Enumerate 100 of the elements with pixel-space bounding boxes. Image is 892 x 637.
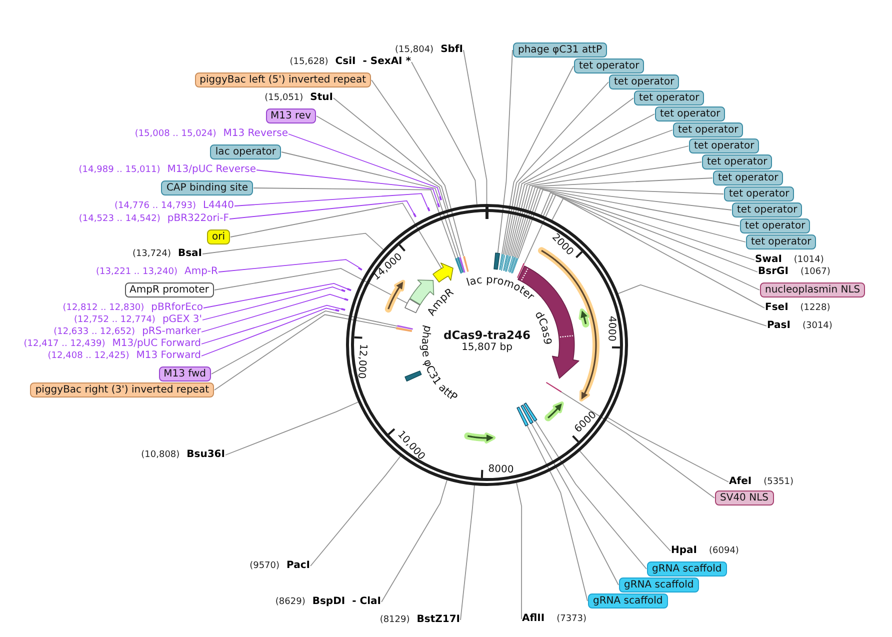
primer-position: (12,633 .. 12,652) (54, 327, 136, 337)
leader-line (526, 425, 588, 602)
leader-line (552, 198, 765, 308)
primer-name: pBR322ori-F (167, 213, 229, 224)
primer-mark (342, 297, 350, 302)
enzyme-name: AfeI (729, 476, 752, 487)
enzyme-name: PasI (767, 320, 790, 331)
leader-line (218, 259, 360, 272)
cut-site-position: (1228) (800, 303, 830, 313)
leader-line (560, 392, 715, 498)
feature-label: tet operator (689, 138, 760, 154)
leader-line (316, 116, 461, 258)
leader-line (540, 192, 755, 260)
cut-site-position: (5351) (764, 477, 794, 487)
enzyme-name: BsaI (178, 248, 202, 259)
feature-label: tet operator (673, 122, 744, 138)
plasmid-size: 15,807 bp (462, 342, 512, 354)
cut-site-position: (9570) (250, 561, 280, 571)
feature-label: SV40 NLS (715, 490, 774, 506)
cut-site-position: (1067) (800, 267, 830, 277)
primer-position: (14,776 .. 14,793) (114, 201, 196, 211)
cut-site-position: (1014) (794, 255, 824, 265)
leader-line (281, 152, 459, 258)
feature-label: AmpR promoter (124, 282, 214, 298)
leader-line (288, 134, 441, 197)
feature-label: lac operator (210, 144, 281, 160)
feature-mark (516, 406, 530, 428)
feature-label: gRNA scaffold (588, 594, 668, 608)
enzyme-name: HpaI (671, 545, 697, 556)
primer-name: pBRforEco (151, 302, 203, 313)
enzyme-name: - ClaI (352, 596, 381, 607)
primer-position: (12,417 .. 12,439) (24, 339, 106, 349)
cut-site-position: (10,808) (141, 450, 180, 460)
leader-line (211, 310, 398, 374)
primer-name: L4440 (202, 200, 234, 211)
leader-line (214, 314, 398, 390)
leader-line (579, 450, 671, 552)
leader-line (202, 232, 384, 254)
enzyme-name: Bsu36I (186, 449, 225, 460)
leader-line (202, 286, 342, 320)
leader-line (534, 420, 647, 570)
cut-site-position: (3014) (802, 321, 832, 331)
primer-position: (12,408 .. 12,425) (48, 351, 130, 361)
leader-line (524, 194, 760, 290)
feature-mark (404, 370, 422, 382)
primer-position: (13,221 .. 13,240) (96, 267, 178, 277)
primer-mark (436, 202, 442, 208)
leader-line (504, 98, 634, 256)
primer-name: M13 Forward (136, 350, 201, 361)
feature-label: M13 fwd (158, 366, 211, 382)
feature-mark (454, 257, 463, 275)
feature-label: tet operator (713, 170, 784, 186)
feature-label: tet operator (655, 106, 726, 122)
primer-position: (14,523 .. 14,542) (78, 214, 160, 224)
primer-name: M13 Reverse (223, 128, 288, 139)
primer-mark (426, 206, 431, 212)
primer-name: M13/pUC Reverse (167, 164, 256, 175)
feature-label: tet operator (746, 234, 816, 250)
leader-line (607, 417, 729, 482)
scale-label: 12,000 (355, 344, 368, 380)
cut-site-position: (6094) (709, 546, 739, 556)
enzyme-name: BspDI (312, 596, 346, 607)
feature-label: tet operator (702, 154, 772, 170)
feature-label: gRNA scaffold (647, 562, 727, 576)
enzyme-name: FseI (765, 302, 788, 313)
leader-line (543, 193, 758, 272)
leader-line (463, 50, 488, 204)
leader-line (229, 200, 414, 220)
leader-line (201, 308, 336, 356)
feature-label: nucleoplasmin NLS (760, 282, 866, 298)
feature-mark (493, 252, 501, 271)
feature-mark (522, 402, 538, 423)
leader-line (310, 456, 401, 566)
enzyme-name: PacI (286, 560, 310, 571)
enzyme-name: SbfI (440, 44, 463, 55)
scale-label: 8000 (488, 464, 514, 476)
cut-site-position: (13,724) (132, 249, 171, 259)
leader-line (516, 482, 522, 620)
enzyme-name: CsiI (335, 56, 356, 67)
primer-position: (14,989 .. 15,011) (78, 165, 160, 175)
primer-mark (412, 212, 418, 219)
leader-line (506, 114, 655, 256)
feature-mark (516, 262, 526, 279)
leader-line (460, 485, 475, 620)
leader-line (256, 170, 438, 204)
leader-line (253, 188, 456, 259)
feature-block (432, 262, 454, 284)
primer-position: (12,752 .. 12,774) (74, 315, 156, 325)
leader-line (510, 162, 702, 257)
scale-label: 4000 (606, 316, 618, 342)
feature-label: tet operator (634, 90, 704, 106)
leader-line (371, 80, 464, 256)
cut-site-position: (7373) (556, 614, 587, 624)
leader-line (618, 284, 767, 326)
leader-line (512, 178, 713, 258)
primer-name: pRS-marker (142, 326, 201, 337)
leader-line (508, 146, 689, 256)
feature-mark (396, 324, 414, 331)
feature-label: tet operator (732, 202, 802, 218)
cut-site-position: (15,628) (290, 57, 328, 67)
